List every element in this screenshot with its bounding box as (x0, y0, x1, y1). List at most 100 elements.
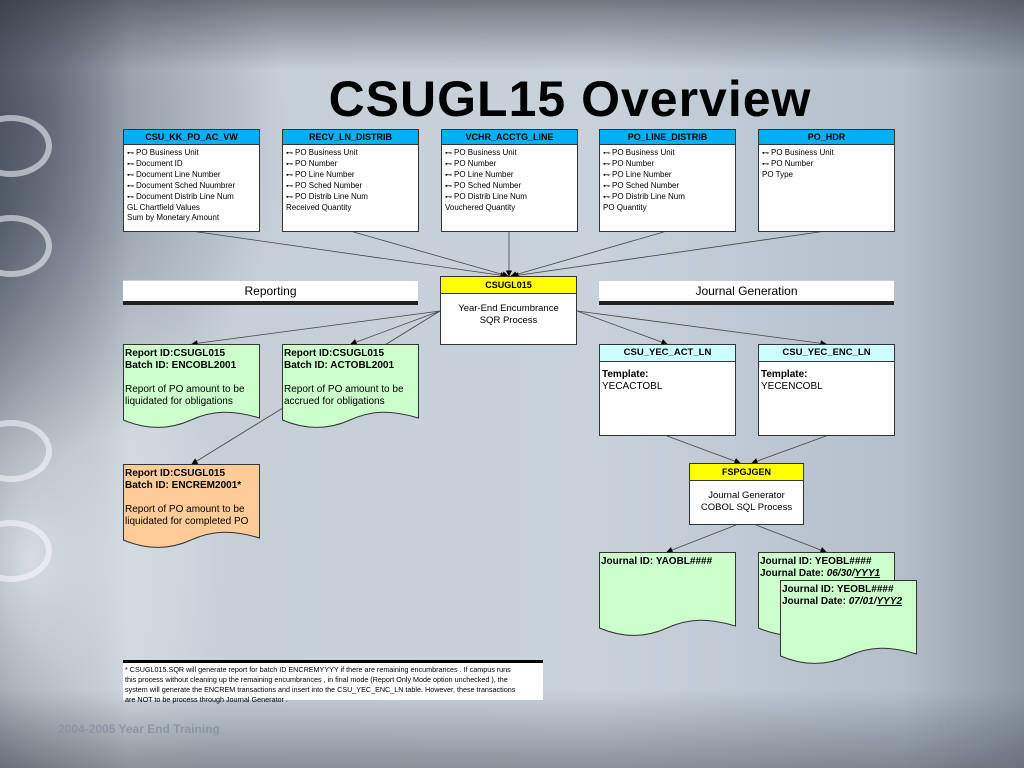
binder-ring (0, 115, 52, 177)
template-label: Template: (761, 369, 808, 380)
field-item: ⊷PO Sched Number (445, 181, 522, 190)
template-value: YECACTOBL (602, 381, 663, 392)
table-vchr-acctg-line: VCHR_ACCTG_LINE ⊷PO Business Unit ⊷PO Nu… (441, 129, 578, 232)
key-icon: ⊷ (603, 172, 610, 179)
reporting-banner: Reporting (123, 280, 418, 305)
template-csu-yec-enc-ln: CSU_YEC_ENC_LN Template: YECENCOBL (758, 344, 895, 436)
report-actobl: Report ID:CSUGL015 Batch ID: ACTOBL2001 … (282, 344, 419, 434)
report-encrem: Report ID:CSUGL015 Batch ID: ENCREM2001*… (123, 464, 260, 554)
field-item: ⊷PO Business Unit (603, 148, 675, 157)
table-name: PO_LINE_DISTRIB (600, 130, 735, 145)
template-value: YECENCOBL (761, 381, 823, 392)
connector (190, 230, 507, 279)
field-item: ⊷PO Business Unit (286, 148, 358, 157)
key-icon: ⊷ (603, 183, 610, 190)
field-item: PO Type (762, 170, 793, 179)
key-icon: ⊷ (286, 194, 293, 201)
field-list: ⊷PO Business Unit ⊷Document ID ⊷Document… (124, 145, 259, 226)
key-icon: ⊷ (445, 172, 452, 179)
key-icon: ⊷ (445, 161, 452, 168)
field-item: ⊷PO Number (762, 159, 814, 168)
template-csu-yec-act-ln: CSU_YEC_ACT_LN Template: YECACTOBL (599, 344, 736, 436)
key-icon: ⊷ (762, 161, 769, 168)
field-item: ⊷PO Line Number (603, 170, 672, 179)
field-list: ⊷PO Business Unit ⊷PO Number PO Type (759, 145, 894, 183)
field-item: ⊷Document Distrib Line Num (127, 192, 234, 201)
key-icon: ⊷ (286, 150, 293, 157)
key-icon: ⊷ (445, 183, 452, 190)
table-po-line-distrib: PO_LINE_DISTRIB ⊷PO Business Unit ⊷PO Nu… (599, 129, 736, 232)
field-item: ⊷Document Sched Nuumbrer (127, 181, 236, 190)
connector (755, 524, 827, 553)
template-label: Template: (602, 369, 649, 380)
field-item: ⊷PO Line Number (286, 170, 355, 179)
journal-yaobl: Journal ID: YAOBL#### (599, 552, 736, 642)
table-name: PO_HDR (759, 130, 894, 145)
connector (666, 524, 737, 553)
connector (191, 310, 441, 347)
key-icon: ⊷ (762, 150, 769, 157)
key-icon: ⊷ (127, 172, 134, 179)
field-item: ⊷PO Business Unit (762, 148, 834, 157)
field-item: ⊷PO Distrib Line Num (286, 192, 368, 201)
field-item: ⊷PO Number (445, 159, 497, 168)
footer-text: 2004-2005 Year End Training (58, 722, 220, 736)
page-number: 14 (938, 722, 952, 736)
field-item: ⊷PO Number (286, 159, 338, 168)
table-name: CSU_KK_PO_AC_VW (124, 130, 259, 145)
field-item: PO Quantity (603, 203, 647, 212)
field-item: ⊷Document Line Number (127, 170, 221, 179)
field-item: ⊷PO Distrib Line Num (603, 192, 685, 201)
field-list: ⊷PO Business Unit ⊷PO Number ⊷PO Line Nu… (283, 145, 418, 216)
connector (751, 435, 827, 465)
binder-ring (0, 520, 52, 582)
key-icon: ⊷ (603, 150, 610, 157)
key-icon: ⊷ (603, 161, 610, 168)
field-item: ⊷PO Sched Number (286, 181, 363, 190)
journal-yeobl-2: Journal ID: YEOBL#### Journal Date: 07/0… (780, 580, 917, 670)
field-list: ⊷PO Business Unit ⊷PO Number ⊷PO Line Nu… (442, 145, 577, 216)
process-description: Journal Generator COBOL SQL Process (700, 490, 793, 513)
slide-title: CSUGL15 Overview (328, 71, 812, 127)
report-encobl: Report ID:CSUGL015 Batch ID: ENCOBL2001 … (123, 344, 260, 434)
key-icon: ⊷ (603, 194, 610, 201)
field-item: GL Chartfield Values (127, 203, 200, 212)
key-icon: ⊷ (286, 172, 293, 179)
process-name: FSPGJGEN (690, 464, 803, 481)
key-icon: ⊷ (286, 183, 293, 190)
field-item: Vouchered Quantity (445, 203, 516, 212)
key-icon: ⊷ (127, 150, 134, 157)
field-item: Sum by Monetary Amount (127, 213, 220, 222)
connector (576, 310, 827, 347)
field-item: ⊷PO Number (603, 159, 655, 168)
table-name: RECV_LN_DISTRIB (283, 130, 418, 145)
process-fspgjgen: FSPGJGEN Journal Generator COBOL SQL Pro… (689, 463, 804, 525)
connector (576, 310, 668, 346)
connector (666, 435, 741, 465)
field-item: ⊷PO Line Number (445, 170, 514, 179)
table-csu-kk-po-ac-vw: CSU_KK_PO_AC_VW ⊷PO Business Unit ⊷Docum… (123, 129, 260, 232)
field-item: Received Quantity (286, 203, 352, 212)
key-icon: ⊷ (127, 161, 134, 168)
template-name: CSU_YEC_ENC_LN (759, 345, 894, 362)
connector (512, 230, 827, 279)
journal-generation-banner: Journal Generation (599, 280, 894, 305)
footnote: * CSUGL015.SQR will generate report for … (123, 660, 543, 704)
field-item: ⊷Document ID (127, 159, 183, 168)
process-description: Year-End Encumbrance SQR Process (458, 303, 559, 326)
field-item: ⊷PO Sched Number (603, 181, 680, 190)
key-icon: ⊷ (127, 194, 134, 201)
binder-ring (0, 420, 52, 482)
key-icon: ⊷ (445, 150, 452, 157)
field-item: ⊷PO Business Unit (127, 148, 199, 157)
table-recv-ln-distrib: RECV_LN_DISTRIB ⊷PO Business Unit ⊷PO Nu… (282, 129, 419, 232)
template-name: CSU_YEC_ACT_LN (600, 345, 735, 362)
key-icon: ⊷ (286, 161, 293, 168)
key-icon: ⊷ (127, 183, 134, 190)
key-icon: ⊷ (445, 194, 452, 201)
connector (510, 230, 668, 278)
table-name: VCHR_ACCTG_LINE (442, 130, 577, 145)
connector (350, 310, 441, 346)
field-item: ⊷PO Distrib Line Num (445, 192, 527, 201)
